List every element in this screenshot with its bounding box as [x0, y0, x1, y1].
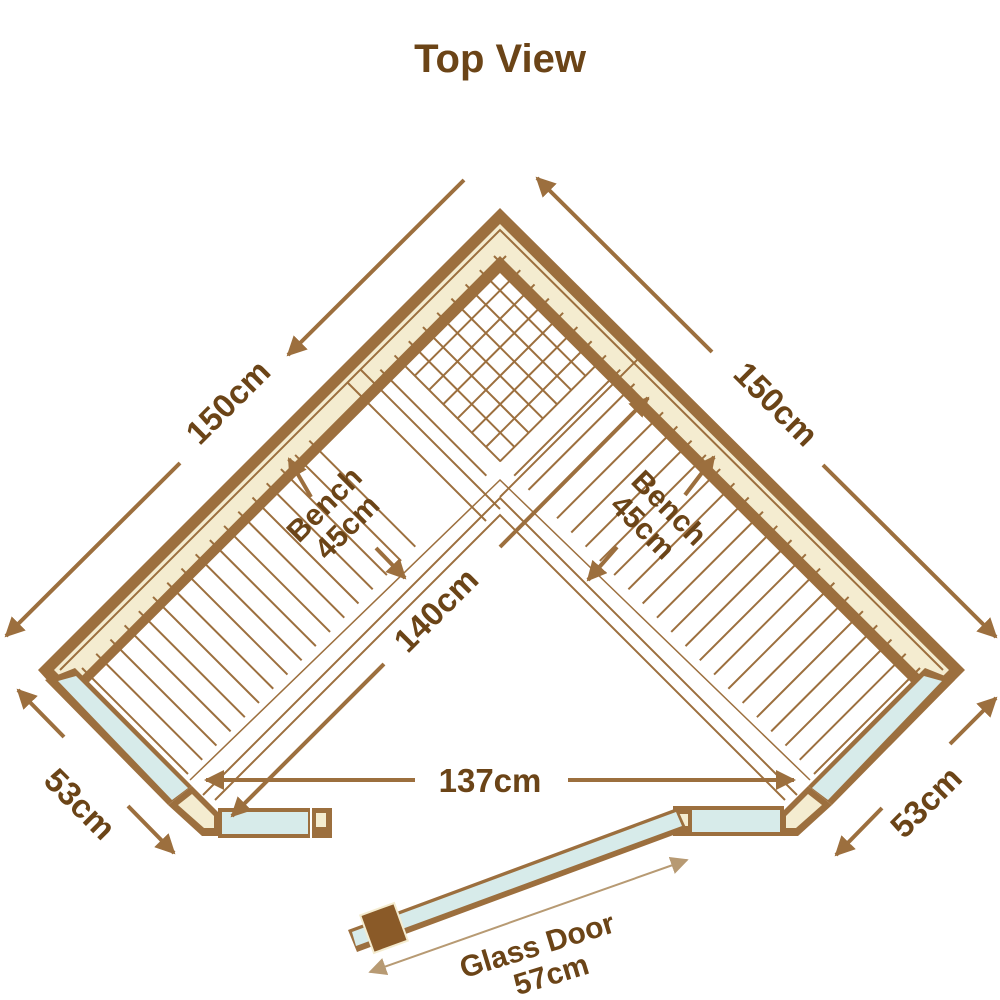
bench-slat [442, 297, 550, 406]
bench-slat [479, 269, 587, 377]
bench-slat [138, 610, 246, 718]
bench-slat [770, 624, 878, 733]
front-width-label: 137cm [439, 762, 542, 799]
front-right-glass [673, 806, 784, 836]
bench-slat [470, 326, 579, 434]
bench-slat [294, 454, 402, 562]
bench-slat [493, 255, 601, 363]
bench-slat [408, 340, 516, 448]
bench-slat [237, 511, 345, 619]
bench-slat [556, 411, 664, 519]
bench-slat [194, 553, 303, 662]
bench-slat [95, 653, 203, 761]
bench-slat [379, 368, 488, 477]
bench-slat [699, 553, 807, 662]
bench-slat [499, 354, 607, 463]
bench-slat [450, 297, 559, 406]
bench-slat [670, 525, 778, 633]
bench-slats [81, 255, 921, 775]
bench-slat [427, 283, 536, 392]
sauna-walls [38, 208, 965, 703]
bench-slat [627, 482, 736, 591]
bench-slat [513, 368, 621, 477]
bench-slat [109, 638, 218, 747]
right-glass-panel [808, 668, 955, 805]
bench-slat [209, 539, 317, 647]
bench-slat [456, 312, 564, 420]
bench-slat [251, 496, 360, 605]
bench-slat [684, 539, 793, 647]
bench-slat [123, 624, 232, 733]
bench-slat [527, 383, 636, 491]
bench-slat [741, 596, 850, 704]
bench-slat [570, 425, 679, 534]
bench-slat [152, 596, 260, 704]
left-glass-panel [45, 668, 192, 805]
bench-slat [399, 255, 507, 363]
bench-slat [464, 283, 573, 392]
bench-slat [656, 511, 764, 619]
bench-slat [308, 439, 417, 548]
door-dimension-line [368, 856, 689, 976]
bench-slat [280, 468, 388, 576]
glass-door [348, 808, 687, 955]
bench-slat [81, 667, 189, 775]
left-wall-length-label: 150cm [178, 352, 277, 451]
dimension-lines [4, 176, 998, 857]
right-wall-length-label: 150cm [727, 354, 826, 453]
bench-slat [799, 653, 907, 761]
bench-slat [166, 582, 274, 690]
front-left-post [168, 786, 222, 836]
bench-slat [413, 269, 521, 377]
page-title: Top View [414, 37, 587, 81]
glass-door-label: Glass Door 57cm [456, 907, 619, 1000]
bench-slat [180, 567, 289, 676]
bench-edges [189, 359, 811, 801]
bench-slat [422, 326, 530, 434]
bench-slat [756, 610, 864, 718]
bench-slat [713, 567, 821, 676]
bench-slat [265, 482, 374, 591]
front-right-post [778, 786, 832, 836]
bench-slat [599, 454, 707, 562]
bench-slat [436, 312, 544, 420]
bench-slat [393, 354, 502, 463]
bench-slat [584, 439, 693, 548]
bench-slat [784, 638, 893, 747]
bench-slat [727, 582, 836, 690]
bench-slat [813, 667, 921, 775]
right-glass-length-label: 53cm [883, 759, 969, 845]
left-glass-length-label: 53cm [37, 761, 123, 847]
bench-slat [484, 340, 593, 448]
bench-slat [613, 468, 721, 576]
bench-slat [223, 525, 331, 633]
bench-slat [641, 496, 750, 605]
